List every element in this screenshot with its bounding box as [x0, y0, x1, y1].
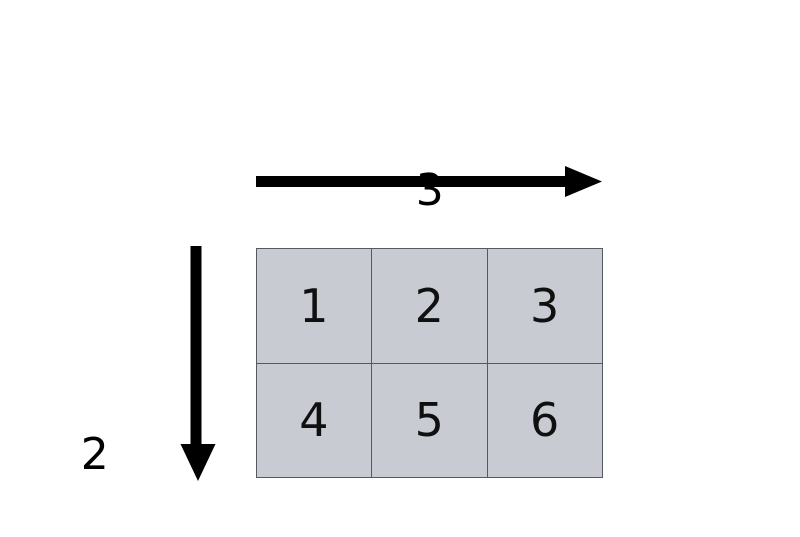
grid-cell: 2 — [372, 249, 487, 363]
row-count-label: 2 rows — [0, 310, 190, 537]
row-count-value: 2 — [80, 429, 110, 480]
grid-cell: 5 — [372, 363, 487, 477]
column-count-value: 3 — [415, 165, 445, 216]
grid-cell: 1 — [257, 249, 372, 363]
grid-cell: 6 — [487, 363, 602, 477]
grid-cell: 3 — [487, 249, 602, 363]
numbered-grid: 1 2 3 4 5 6 — [256, 248, 603, 478]
grid-cell: 4 — [257, 363, 372, 477]
arrow-right-icon — [256, 166, 602, 197]
arrow-down-icon — [180, 246, 216, 481]
